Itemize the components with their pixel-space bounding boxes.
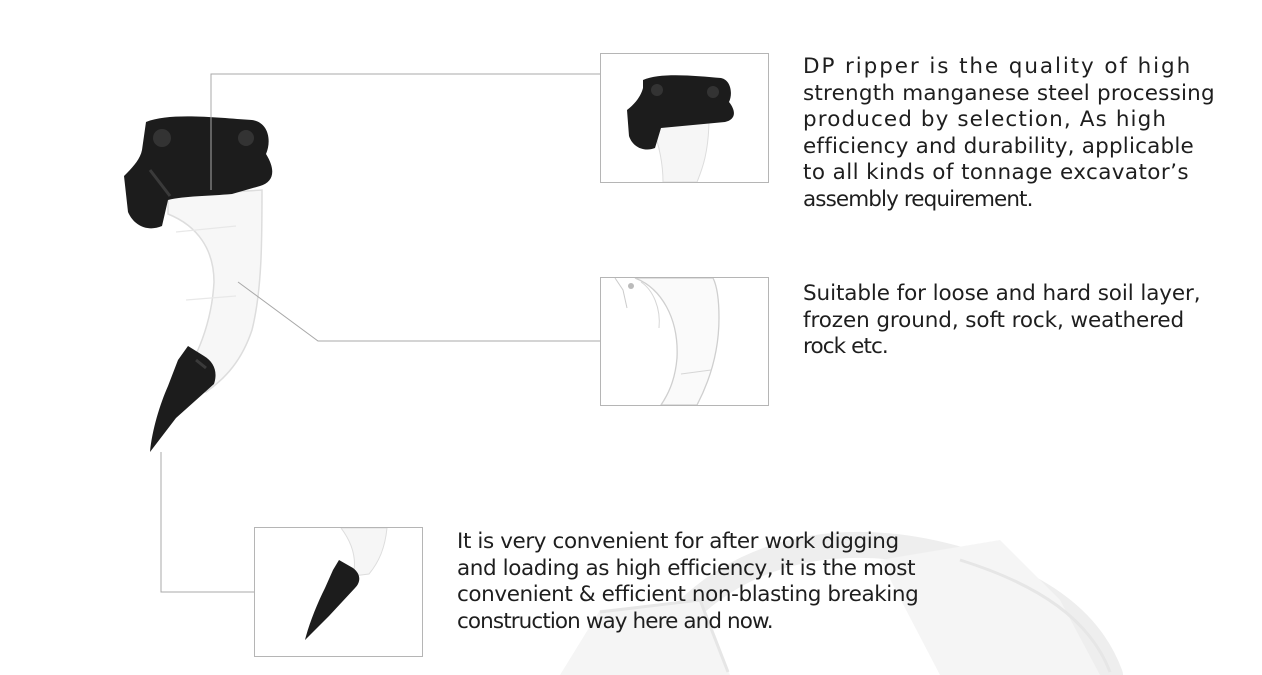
description-applications: Suitable for loose and hard soil layer, … (803, 281, 1213, 361)
description-line: produced by selection, As high (803, 107, 1168, 132)
thumbnail-adapter-detail (600, 53, 769, 183)
description-quality: DP ripper is the quality of high strengt… (803, 54, 1215, 213)
description-line: assembly requirement. (803, 186, 1033, 212)
description-line: strength manganese steel processing (803, 80, 1215, 106)
description-convenience: It is very convenient for after work dig… (457, 529, 947, 635)
thumbnail-tip-detail (254, 527, 423, 657)
description-line: rock etc. (803, 334, 889, 359)
description-line: construction way here and now. (457, 608, 774, 634)
description-line: It is very convenient for after work dig… (457, 529, 899, 554)
thumbnail-shank-detail (600, 277, 769, 406)
description-line: DP ripper is the quality of high (803, 54, 1193, 79)
description-line: efficiency and durability, applicable (803, 133, 1194, 159)
description-line: and loading as high efficiency, it is th… (457, 555, 916, 581)
description-line: frozen ground, soft rock, weathered (803, 307, 1185, 333)
description-line: Suitable for loose and hard soil layer, (803, 281, 1201, 306)
description-line: to all kinds of tonnage excavator’s (803, 160, 1189, 185)
description-line: convenient & efficient non-blasting brea… (457, 582, 919, 607)
